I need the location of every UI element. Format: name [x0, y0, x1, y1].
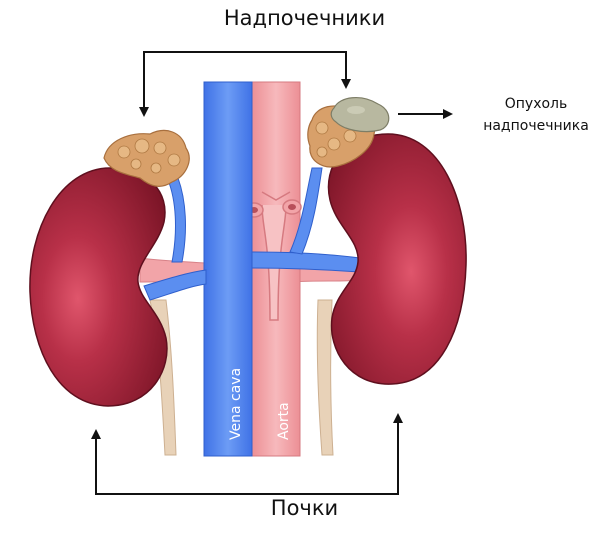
kidneys-label: Почки	[0, 496, 609, 520]
adrenal-glands-label: Надпочечники	[0, 6, 609, 30]
ureter-right	[317, 300, 333, 455]
adrenal-vein-left	[168, 178, 185, 262]
aorta-label: Aorta	[276, 402, 292, 440]
vena-cava-label: Vena cava	[228, 368, 244, 440]
adrenal-tumor-label: Опухоль надпочечника	[466, 93, 606, 137]
